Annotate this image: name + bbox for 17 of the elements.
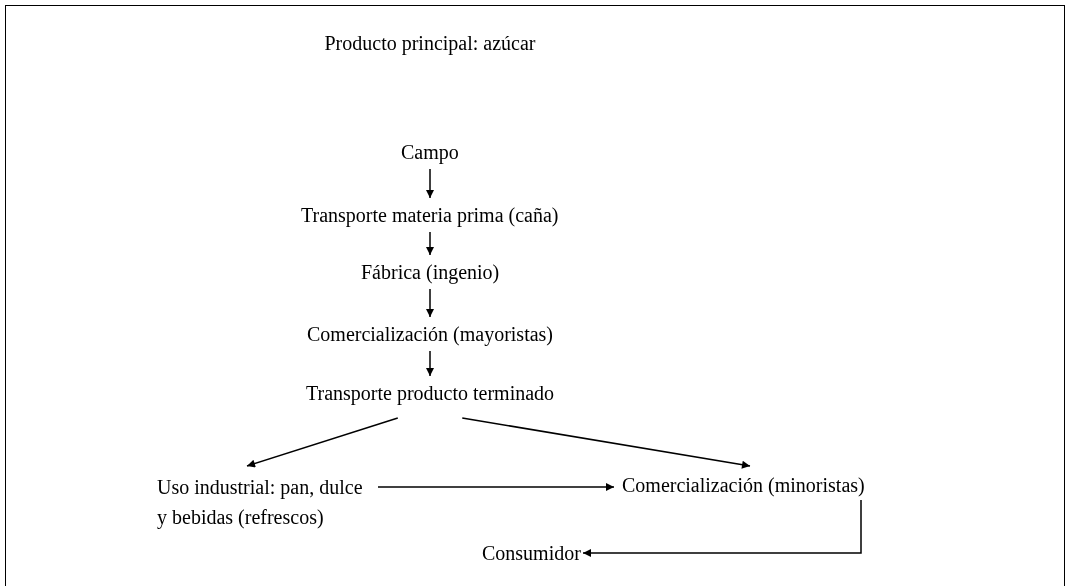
- flow-step-text: Transporte materia prima (caña): [301, 202, 559, 228]
- arrow: [461, 417, 751, 469]
- flow-step-text: Consumidor: [482, 540, 581, 566]
- flow-step-text: Comercialización (mayoristas): [307, 321, 553, 347]
- flow-step-text: Comercialización (minoristas): [622, 472, 865, 498]
- title: Producto principal: azúcar: [323, 31, 537, 56]
- arrow: [582, 499, 862, 557]
- arrow: [377, 483, 615, 491]
- arrow: [426, 168, 434, 199]
- arrow: [426, 288, 434, 318]
- flow-step-text: Campo: [401, 139, 459, 165]
- flow-step-text: Transporte producto terminado: [306, 380, 555, 406]
- arrow: [426, 350, 434, 377]
- flow-step-text: Uso industrial: pan, dulce y bebidas (refrescos): [157, 472, 372, 532]
- arrow: [246, 417, 399, 468]
- flow-step-text: Fábrica (ingenio): [361, 259, 500, 285]
- arrow: [426, 231, 434, 256]
